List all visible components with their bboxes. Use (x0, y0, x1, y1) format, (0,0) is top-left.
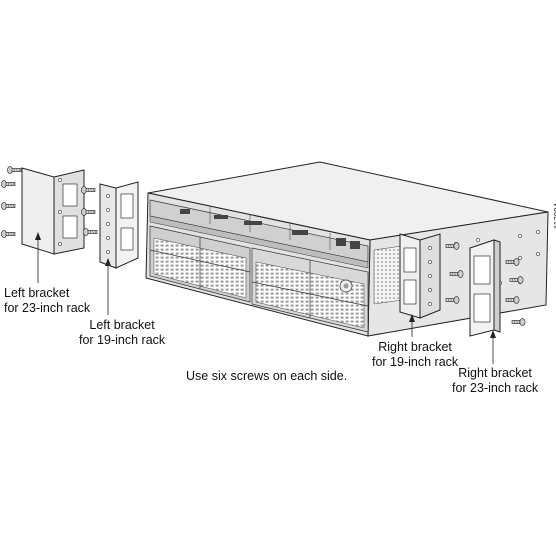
label-left-bracket-19: Left bracket for 19-inch rack (79, 318, 165, 348)
label-line-2: for 19-inch rack (372, 355, 459, 369)
label-right-bracket-19: Right bracket for 19-inch rack (372, 340, 458, 370)
label-line-1: Left bracket (89, 318, 155, 332)
label-line-2: for 23-inch rack (4, 301, 91, 315)
right-bracket-19-inch (399, 233, 441, 319)
label-line-1: Left bracket (4, 286, 70, 300)
left-bracket-19-inch (99, 181, 139, 269)
label-right-bracket-23: Right bracket for 23-inch rack (452, 366, 538, 396)
label-line-1: Right bracket (458, 366, 532, 380)
left-bracket-23-inch (21, 167, 85, 255)
callout-arrowheads (35, 232, 496, 338)
instruction-text: Use six screws on each side. (186, 369, 348, 383)
label-line-2: for 23-inch rack (452, 381, 539, 395)
right-bracket-23-inch (469, 239, 501, 337)
label-left-bracket-23: Left bracket for 23-inch rack (4, 286, 90, 316)
label-line-2: for 19-inch rack (79, 333, 166, 347)
label-line-1: Right bracket (378, 340, 452, 354)
screws-left-23 (1, 166, 22, 238)
